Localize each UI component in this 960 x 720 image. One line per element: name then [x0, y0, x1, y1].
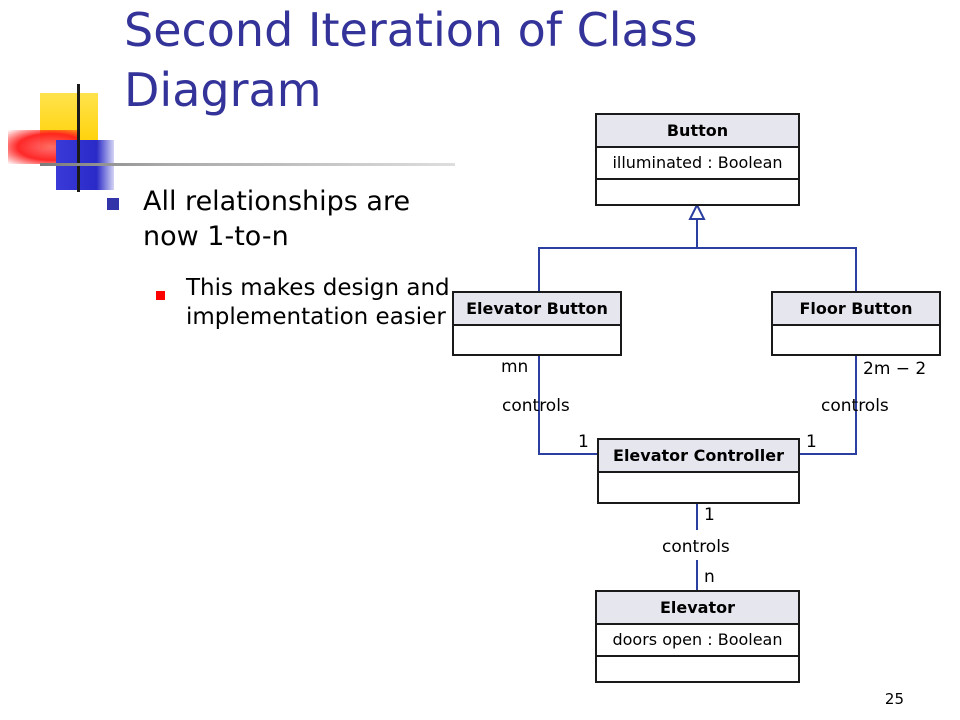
bullet-marker — [107, 198, 119, 210]
sub-bullet-marker — [156, 291, 165, 300]
generalization-arrowhead — [688, 202, 706, 220]
class-attributes — [599, 473, 798, 503]
multiplicity-elevator-button: mn — [501, 357, 529, 377]
association-label: controls — [662, 537, 730, 557]
association-elevator-button — [538, 356, 597, 455]
multiplicity-controller-left: 1 — [578, 432, 589, 452]
class-button: Button illuminated : Boolean — [595, 113, 800, 206]
class-name: Elevator Button — [454, 293, 620, 326]
class-name: Elevator — [597, 592, 798, 625]
multiplicity-elevator: n — [704, 567, 715, 587]
class-elevator: Elevator doors open : Boolean — [595, 590, 800, 683]
class-name: Button — [597, 115, 798, 148]
slide-title: Second Iteration of Class Diagram — [124, 3, 698, 117]
class-attribute: illuminated : Boolean — [597, 148, 798, 180]
association-floor-button — [800, 356, 857, 455]
class-floor-button: Floor Button — [771, 291, 941, 356]
multiplicity-floor-button: 2m − 2 — [863, 359, 927, 379]
class-name: Elevator Controller — [599, 440, 798, 473]
class-attributes — [773, 326, 939, 356]
multiplicity-controller-right: 1 — [806, 432, 817, 452]
class-attributes — [454, 326, 620, 356]
class-name: Floor Button — [773, 293, 939, 326]
association-label: controls — [821, 396, 889, 416]
multiplicity-controller-bottom: 1 — [704, 505, 715, 525]
association-label: controls — [502, 396, 570, 416]
class-elevator-button: Elevator Button — [452, 291, 622, 356]
class-attribute: doors open : Boolean — [597, 625, 798, 657]
class-operations — [597, 657, 798, 687]
class-operations — [597, 180, 798, 210]
class-elevator-controller: Elevator Controller — [597, 438, 800, 504]
bullet-level-2: This makes design and implementation eas… — [186, 275, 450, 330]
slide-number: 25 — [884, 690, 904, 708]
generalization-branch — [538, 247, 857, 291]
bullet-level-1: All relationships are now 1-to-n — [143, 186, 411, 252]
